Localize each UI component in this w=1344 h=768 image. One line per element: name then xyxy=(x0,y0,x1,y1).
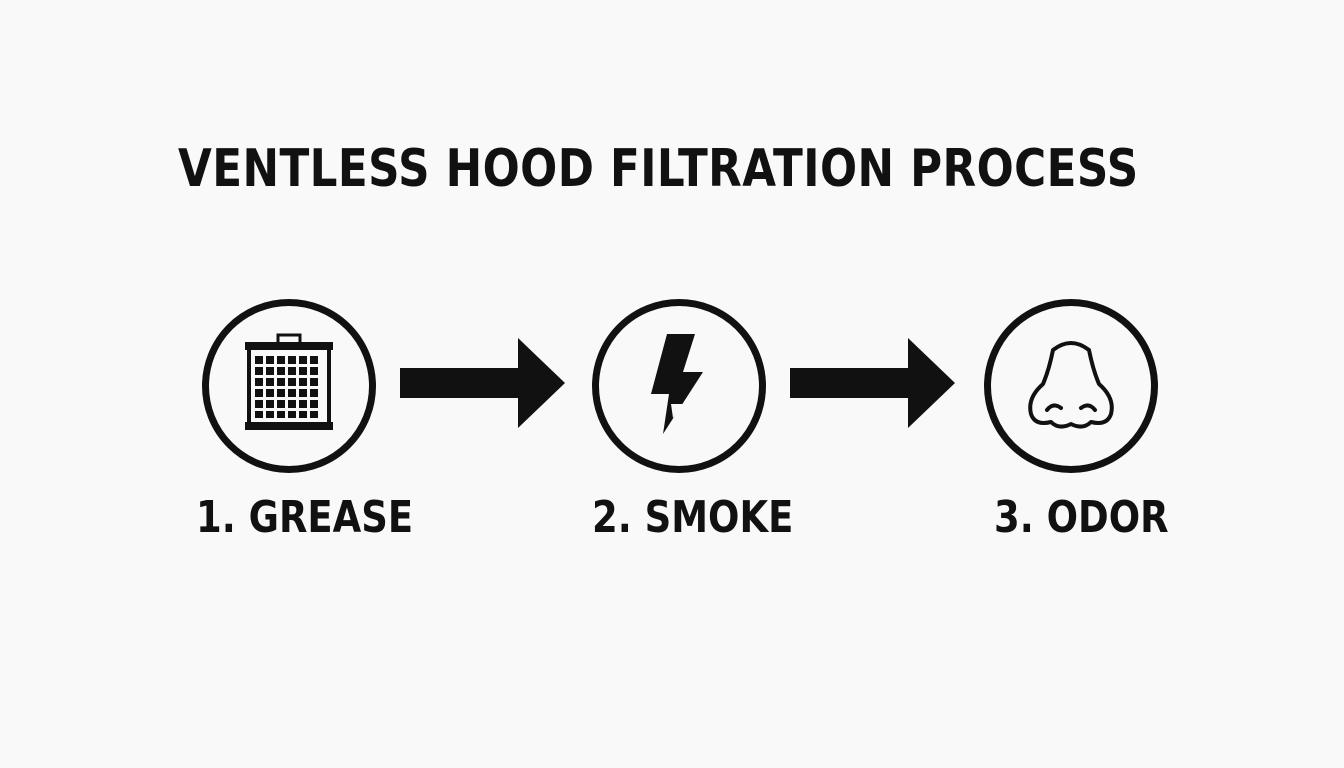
right-arrow-icon xyxy=(790,338,955,428)
step-label-smoke: 2. SMOKE xyxy=(592,492,794,543)
page-title: VENTLESS HOOD FILTRATION PROCESS xyxy=(178,139,1139,199)
step-odor-circle xyxy=(984,299,1158,473)
step-smoke-circle xyxy=(592,299,766,473)
step-grease-circle xyxy=(202,299,376,473)
step-label-odor: 3. ODOR xyxy=(994,492,1169,543)
nose-icon xyxy=(1028,341,1114,429)
grease-filter-icon xyxy=(245,333,333,430)
step-label-grease: 1. GREASE xyxy=(196,492,414,543)
right-arrow-icon xyxy=(400,338,565,428)
lightning-bolt-icon xyxy=(651,334,703,434)
